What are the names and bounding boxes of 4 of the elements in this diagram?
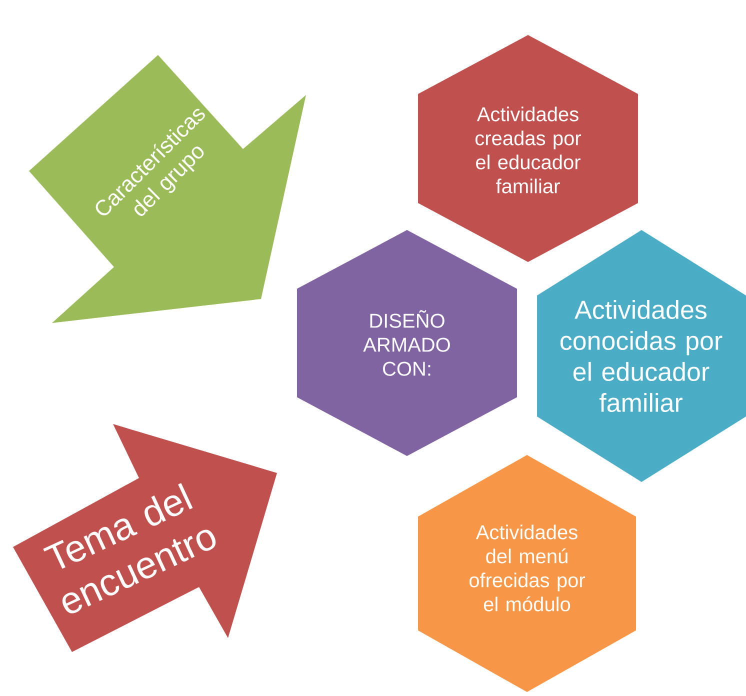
hexagon: DISEÑO ARMADO CON: [297,230,517,456]
hexagon: Actividades creadas por el educador familiar [418,35,638,262]
hexagon: Actividades del menú ofrecidas por el módulo [418,455,636,692]
hexagon: Actividades conocidas por el educador familiar [537,230,746,482]
